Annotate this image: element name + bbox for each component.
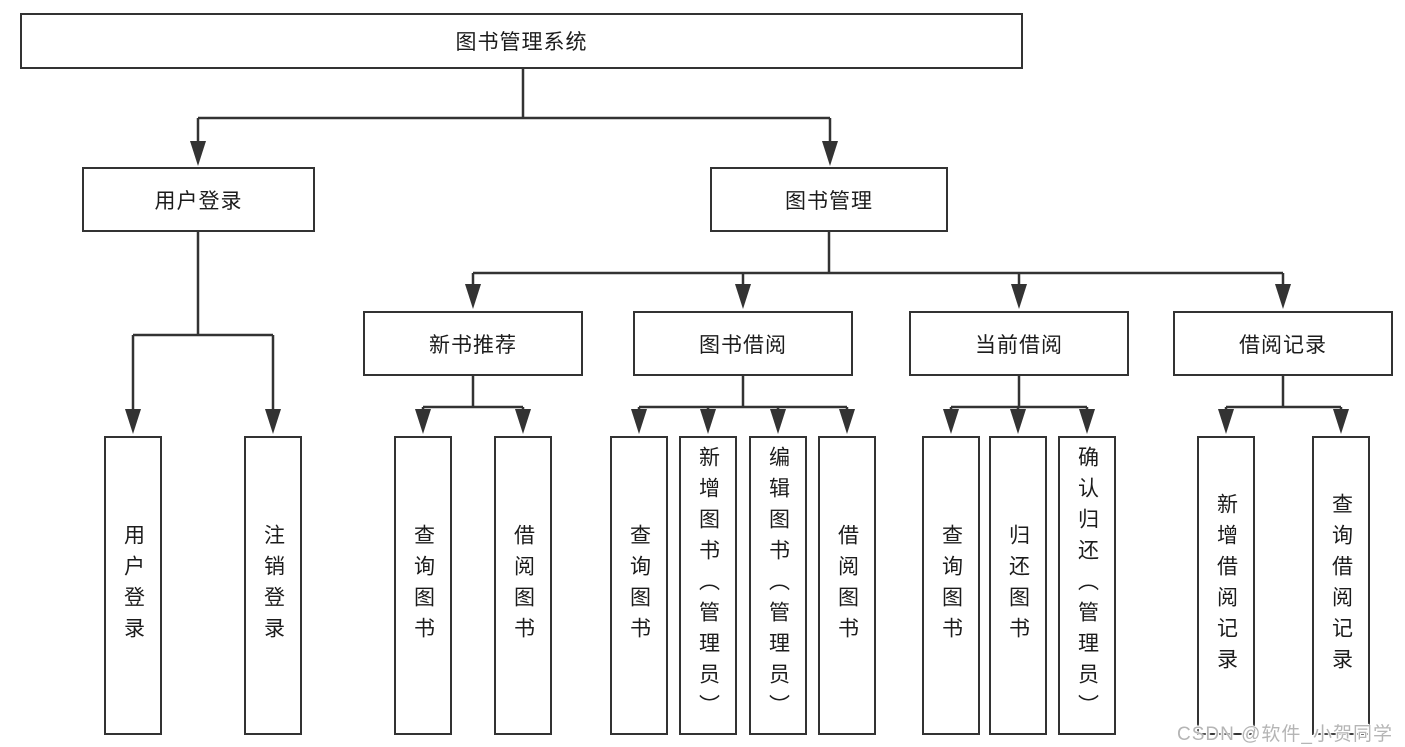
leaf-confirm-return-admin: 确认归还（管理员） bbox=[1058, 436, 1116, 735]
leaf-add-borrow-record: 新增借阅记录 bbox=[1197, 436, 1255, 735]
root-node-label: 图书管理系统 bbox=[455, 31, 588, 54]
leaf-query-books-recommend: 查询图书 bbox=[394, 436, 452, 735]
leaf-add-books-admin: 新增图书（管理员） bbox=[679, 436, 737, 735]
node-book-management: 图书管理 bbox=[710, 167, 948, 232]
leaf-return-books-label: 归还图书 bbox=[1006, 523, 1030, 648]
leaf-query-borrow-record: 查询借阅记录 bbox=[1312, 436, 1370, 735]
leaf-borrow-books: 借阅图书 bbox=[818, 436, 876, 735]
leaf-confirm-return-admin-label: 确认归还（管理员） bbox=[1075, 446, 1099, 725]
node-user-login: 用户登录 bbox=[82, 167, 315, 232]
leaf-logout-label: 注销登录 bbox=[261, 523, 285, 648]
node-book-management-label: 图书管理 bbox=[785, 189, 873, 213]
root-node-library-system: 图书管理系统 bbox=[20, 13, 1023, 69]
leaf-add-borrow-record-label: 新增借阅记录 bbox=[1214, 492, 1238, 679]
leaf-add-books-admin-label: 新增图书（管理员） bbox=[696, 446, 720, 725]
leaf-query-books-current: 查询图书 bbox=[922, 436, 980, 735]
leaf-edit-books-admin: 编辑图书（管理员） bbox=[749, 436, 807, 735]
leaf-borrow-books-recommend-label: 借阅图书 bbox=[511, 523, 535, 648]
leaf-edit-books-admin-label: 编辑图书（管理员） bbox=[766, 446, 790, 725]
leaf-logout: 注销登录 bbox=[244, 436, 302, 735]
leaf-query-borrow-record-label: 查询借阅记录 bbox=[1329, 492, 1353, 679]
leaf-query-books-current-label: 查询图书 bbox=[939, 523, 963, 648]
node-book-borrowing: 图书借阅 bbox=[633, 311, 853, 376]
leaf-query-books-borrowing: 查询图书 bbox=[610, 436, 668, 735]
leaf-user-login: 用户登录 bbox=[104, 436, 162, 735]
node-new-book-recommend: 新书推荐 bbox=[363, 311, 583, 376]
leaf-user-login-label: 用户登录 bbox=[121, 523, 145, 648]
csdn-watermark: CSDN @软件_小贺同学 bbox=[1177, 724, 1393, 745]
leaf-query-books-recommend-label: 查询图书 bbox=[411, 523, 435, 648]
node-current-borrowing: 当前借阅 bbox=[909, 311, 1129, 376]
node-user-login-label: 用户登录 bbox=[154, 189, 243, 213]
node-book-borrowing-label: 图书借阅 bbox=[699, 333, 787, 357]
node-borrowing-records: 借阅记录 bbox=[1173, 311, 1393, 376]
node-new-book-recommend-label: 新书推荐 bbox=[429, 333, 517, 357]
arrowhead-icons bbox=[125, 141, 1349, 434]
leaf-borrow-books-label: 借阅图书 bbox=[835, 523, 859, 648]
node-current-borrowing-label: 当前借阅 bbox=[975, 333, 1063, 357]
leaf-return-books: 归还图书 bbox=[989, 436, 1047, 735]
leaf-borrow-books-recommend: 借阅图书 bbox=[494, 436, 552, 735]
node-borrowing-records-label: 借阅记录 bbox=[1239, 333, 1327, 357]
leaf-query-books-borrowing-label: 查询图书 bbox=[627, 523, 651, 648]
